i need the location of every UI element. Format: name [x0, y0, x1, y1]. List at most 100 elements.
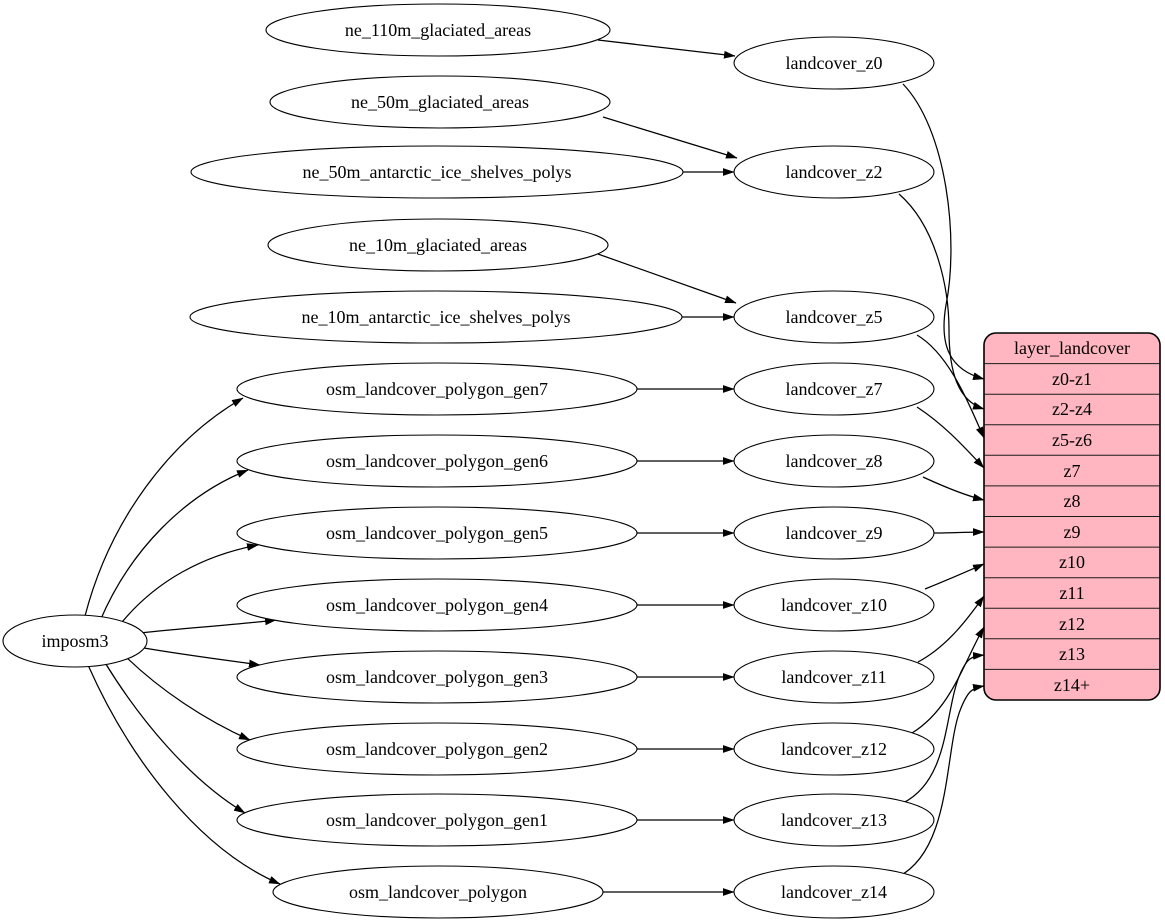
edge-imposm3-to-osm-landcover-polygon: [87, 664, 281, 885]
gen5-label: osm_landcover_polygon_gen5: [326, 523, 548, 543]
edge-landcover-z12-to-row-z12: [911, 626, 985, 734]
node-landcover-z2: landcover_z2: [733, 145, 935, 199]
landcover-z5-ellipse: [733, 290, 935, 344]
gen2-label: osm_landcover_polygon_gen2: [326, 739, 548, 759]
ne-110m-ellipse: [265, 3, 611, 57]
landcover-z8-label: landcover_z8: [786, 451, 883, 471]
ne-50m-glaciated-ellipse: [269, 75, 611, 129]
ne-110m-label: ne_110m_glaciated_areas: [345, 20, 531, 40]
landcover-z11-ellipse: [733, 650, 935, 704]
node-osm-landcover-polygon-gen6: osm_landcover_polygon_gen6: [236, 434, 638, 488]
gen4-label: osm_landcover_polygon_gen4: [326, 595, 548, 615]
edge-landcover-z5-to-row-z5-z6: [916, 334, 985, 439]
gen2-ellipse: [236, 722, 638, 776]
edge-landcover-z10-to-row-z10: [924, 563, 985, 590]
edge-ne-110m-glaciated-areas-to-landcover-z0: [597, 39, 736, 59]
record-row-z5-z6: z5-z6: [1052, 430, 1092, 450]
gen7-label: osm_landcover_polygon_gen7: [326, 379, 548, 399]
gen4-ellipse: [236, 578, 638, 632]
edge-landcover-z13-to-row-z13: [902, 651, 985, 804]
node-landcover-z7: landcover_z7: [733, 362, 935, 416]
gen1-label: osm_landcover_polygon_gen1: [326, 810, 548, 830]
ne-10m-glaciated-label: ne_10m_glaciated_areas: [349, 235, 527, 255]
landcover-z12-label: landcover_z12: [781, 739, 887, 759]
edge-landcover-z9-to-row-z9: [933, 528, 985, 536]
ne-10m-antarctic-label: ne_10m_antarctic_ice_shelves_polys: [302, 307, 571, 327]
landcover-z13-label: landcover_z13: [781, 810, 887, 830]
landcover-z9-label: landcover_z9: [786, 523, 883, 543]
record-row-z11: z11: [1059, 583, 1084, 603]
gen6-ellipse: [236, 434, 638, 488]
node-ne-50m-antarctic-ice-shelves-polys: ne_50m_antarctic_ice_shelves_polys: [190, 145, 684, 199]
edge-landcover-z14-to-row-z14plus: [897, 683, 985, 878]
ne-50m-antarctic-ellipse: [190, 145, 684, 199]
node-osm-landcover-polygon-gen5: osm_landcover_polygon_gen5: [236, 506, 638, 560]
edge-imposm3-to-gen5: [117, 543, 259, 628]
edge-imposm3-to-gen2: [124, 655, 251, 741]
edge-imposm3-to-gen3: [143, 647, 261, 668]
landcover-z2-ellipse: [733, 145, 935, 199]
node-landcover-z9: landcover_z9: [733, 506, 935, 560]
record-row-z9: z9: [1064, 522, 1081, 542]
node-landcover-z8: landcover_z8: [733, 434, 935, 488]
landcover-z2-label: landcover_z2: [786, 162, 883, 182]
landcover-z7-label: landcover_z7: [786, 379, 883, 399]
osm-landcover-polygon-ellipse: [272, 865, 604, 919]
edge-landcover-z7-to-row-z7: [916, 406, 985, 469]
landcover-z9-ellipse: [733, 506, 935, 560]
node-osm-landcover-polygon-gen4: osm_landcover_polygon_gen4: [236, 578, 638, 632]
record-row-z13: z13: [1059, 644, 1085, 664]
record-row-z12: z12: [1059, 614, 1085, 634]
landcover-z10-label: landcover_z10: [781, 595, 887, 615]
ne-10m-antarctic-ellipse: [189, 290, 683, 344]
edge-imposm3-to-gen7: [84, 397, 244, 617]
node-landcover-z11: landcover_z11: [733, 650, 935, 704]
imposm3-ellipse: [2, 614, 148, 668]
gen5-ellipse: [236, 506, 638, 560]
gen3-ellipse: [236, 650, 638, 704]
record-row-z7: z7: [1064, 461, 1081, 481]
node-osm-landcover-polygon-gen1: osm_landcover_polygon_gen1: [236, 793, 638, 847]
node-osm-landcover-polygon-gen3: osm_landcover_polygon_gen3: [236, 650, 638, 704]
record-row-z8: z8: [1064, 491, 1081, 511]
node-ne-110m-glaciated-areas: ne_110m_glaciated_areas: [265, 3, 611, 57]
record-row-z2-z4: z2-z4: [1052, 399, 1092, 419]
ne-10m-glaciated-ellipse: [267, 218, 609, 272]
node-landcover-z5: landcover_z5: [733, 290, 935, 344]
node-osm-landcover-polygon-gen2: osm_landcover_polygon_gen2: [236, 722, 638, 776]
landcover-z10-ellipse: [733, 578, 935, 632]
gen7-ellipse: [236, 362, 638, 416]
edge-imposm3-to-gen1: [103, 660, 246, 814]
record-row-z10: z10: [1059, 552, 1085, 572]
landcover-z12-ellipse: [733, 722, 935, 776]
imposm3-label: imposm3: [41, 631, 108, 651]
layer-record-title: layer_landcover: [1014, 338, 1130, 358]
gen1-ellipse: [236, 793, 638, 847]
node-imposm3: imposm3: [2, 614, 148, 668]
osm-landcover-polygon-label: osm_landcover_polygon: [349, 882, 527, 902]
edge-landcover-z8-to-row-z8: [922, 476, 985, 502]
ne-50m-glaciated-label: ne_50m_glaciated_areas: [351, 92, 529, 112]
landcover-z5-label: landcover_z5: [786, 307, 883, 327]
edge-imposm3-to-gen4: [139, 617, 277, 634]
edge-landcover-z0-to-row-z0-z1: [902, 83, 985, 380]
landcover-z11-label: landcover_z11: [781, 667, 886, 687]
landcover-z14-ellipse: [733, 865, 935, 919]
node-osm-landcover-polygon: osm_landcover_polygon: [272, 865, 604, 919]
edge-layer: [84, 39, 985, 896]
landcover-z13-ellipse: [733, 793, 935, 847]
node-osm-landcover-polygon-gen7: osm_landcover_polygon_gen7: [236, 362, 638, 416]
node-layer-landcover-record: layer_landcover z0-z1 z2-z4 z5-z6 z7 z8 …: [983, 332, 1161, 701]
landcover-z0-label: landcover_z0: [786, 53, 883, 73]
landcover-z14-label: landcover_z14: [781, 882, 887, 902]
landcover-z8-ellipse: [733, 434, 935, 488]
landcover-z0-ellipse: [733, 36, 935, 90]
gen6-label: osm_landcover_polygon_gen6: [326, 451, 548, 471]
node-ne-10m-antarctic-ice-shelves-polys: ne_10m_antarctic_ice_shelves_polys: [189, 290, 683, 344]
record-row-z0-z1: z0-z1: [1052, 369, 1092, 389]
node-ne-50m-glaciated-areas: ne_50m_glaciated_areas: [269, 75, 611, 129]
landcover-z7-ellipse: [733, 362, 935, 416]
node-landcover-z0: landcover_z0: [733, 36, 935, 90]
